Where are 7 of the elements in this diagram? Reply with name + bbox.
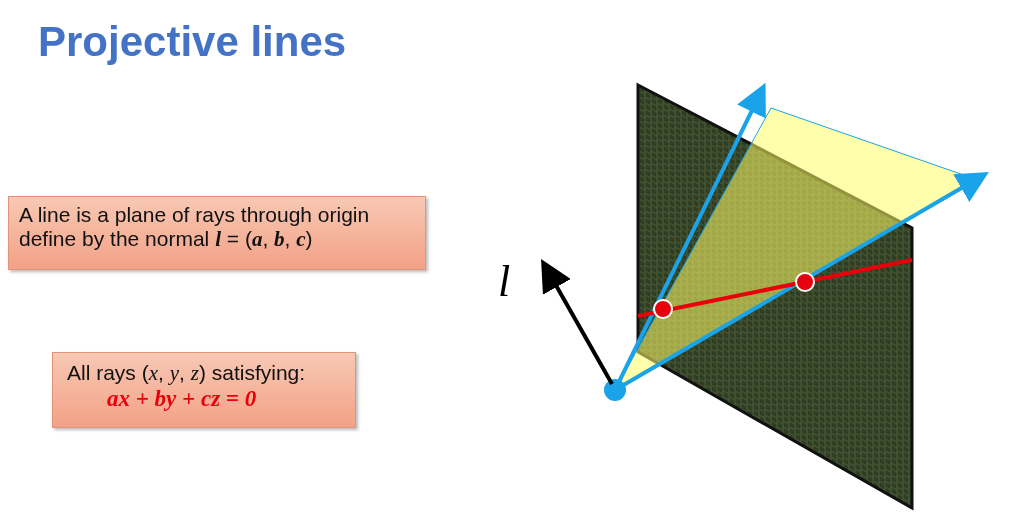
equation-text: ax + by + cz = 0 <box>106 386 258 412</box>
normal-vector-label: l <box>498 256 511 307</box>
text-box <box>52 352 356 428</box>
text-box <box>8 196 426 270</box>
description-text: A line is a plane of rays through origin define by the normal l = (a, b, c) <box>19 203 371 252</box>
description-text: All rays (x, y, z) satisfying: <box>67 361 307 386</box>
slide-title: Projective lines <box>38 18 347 66</box>
